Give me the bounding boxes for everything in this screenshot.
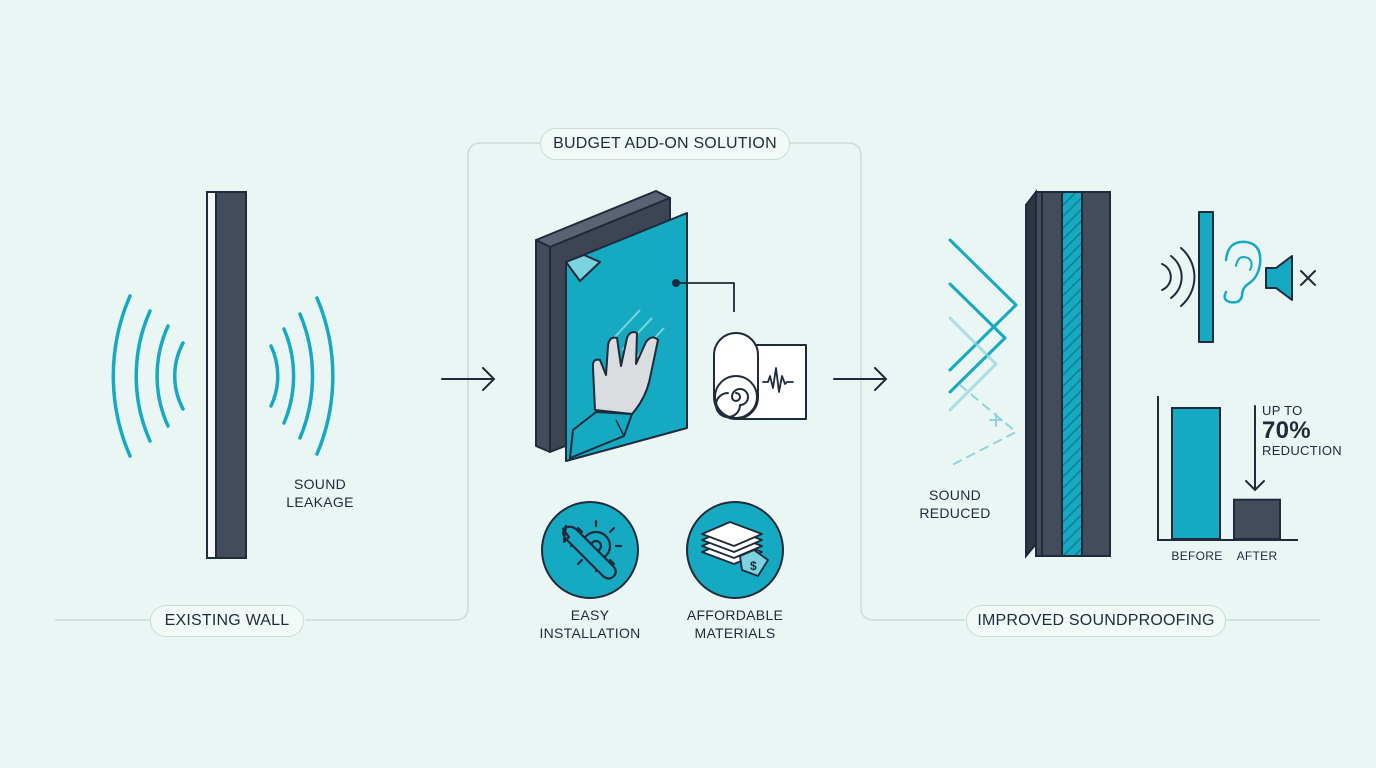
improved-wall-layers-icon <box>1025 189 1111 559</box>
reduction-arrow-icon <box>1245 405 1265 492</box>
bar-before <box>1171 407 1221 540</box>
existing-wall-title: EXISTING WALL <box>150 605 304 637</box>
affordable-materials-line-1: AFFORDABLE <box>686 607 784 623</box>
sound-leakage-line-1: SOUND <box>293 476 347 492</box>
reduction-value: 70% <box>1262 417 1311 444</box>
price-tag-dollar-glyph: $ <box>750 559 757 573</box>
sound-leakage-caption: SOUND LEAKAGE <box>270 475 370 511</box>
listener-ear-muted-icon <box>1161 211 1316 343</box>
easy-installation-line-2: INSTALLATION <box>539 625 641 641</box>
easy-installation-line-1: EASY <box>570 607 610 623</box>
wrench-gear-icon <box>541 501 639 599</box>
acoustic-roll-icon <box>713 332 807 420</box>
reduction-callout: UP TO 70% REDUCTION <box>1262 403 1346 459</box>
panel-installation-icon <box>535 190 735 462</box>
budget-addon-title: BUDGET ADD-ON SOLUTION <box>540 128 790 160</box>
reduction-suffix: REDUCTION <box>1262 443 1342 458</box>
existing-wall-icon <box>206 191 247 559</box>
arrow-right-icon-1 <box>441 367 496 391</box>
bar-label-after: AFTER <box>1236 549 1278 563</box>
sound-waves-right-icon <box>269 296 335 456</box>
affordable-materials-label: AFFORDABLE MATERIALS <box>665 606 805 642</box>
sound-leakage-line-2: LEAKAGE <box>286 494 354 510</box>
sound-reduced-line-2: REDUCED <box>919 505 991 521</box>
arrow-right-icon-2 <box>833 367 888 391</box>
improved-soundproofing-title: IMPROVED SOUNDPROOFING <box>966 605 1226 637</box>
sound-reduced-line-1: SOUND <box>928 487 982 503</box>
sound-reduced-caption: SOUND REDUCED <box>905 486 1005 522</box>
reduction-prefix: UP TO <box>1262 403 1303 418</box>
reduction-bar-chart <box>1157 396 1298 541</box>
affordable-materials-line-2: MATERIALS <box>694 625 776 641</box>
bar-label-before: BEFORE <box>1171 549 1223 563</box>
reflected-sound-chevrons-icon <box>948 238 1018 467</box>
easy-installation-label: EASY INSTALLATION <box>520 606 660 642</box>
sound-waves-left-icon <box>111 294 185 458</box>
section-connector-lines <box>55 142 1320 621</box>
bar-after <box>1233 498 1281 541</box>
stacked-sheets-price-tag-icon: $ <box>686 501 784 599</box>
